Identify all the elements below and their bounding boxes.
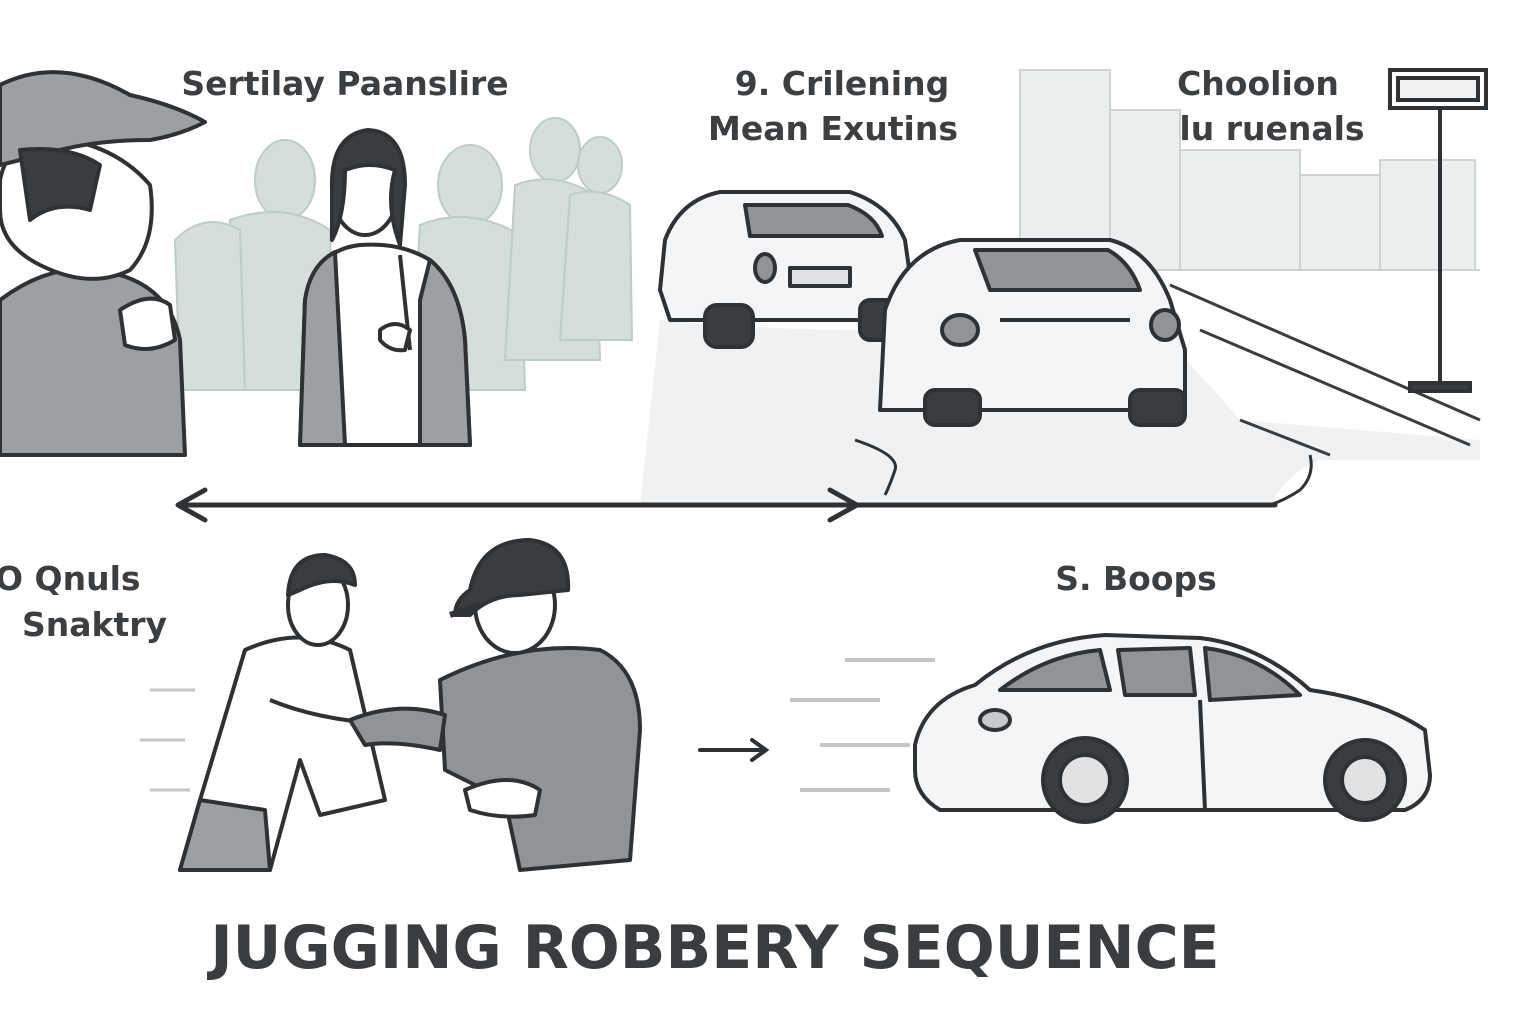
road-surface [640, 283, 1481, 505]
speed-lines-left [140, 688, 195, 792]
sequence-arrow [698, 738, 770, 762]
diagram-title: JUGGING ROBBERY SEQUENCE [206, 913, 1219, 983]
victim-figure [178, 553, 421, 872]
man-with-cap-figure [0, 70, 207, 457]
label-bottom-left-line2: Snaktry [22, 605, 167, 644]
label-bottom-right: S. Boops [1055, 559, 1217, 598]
getaway-car [913, 633, 1432, 824]
robber-figure [348, 538, 642, 872]
label-top-mid-line2: Mean Exutins [708, 109, 958, 148]
label-top-mid-line1: 9. Crilening [735, 64, 949, 103]
label-top-right-line2: lu ruenals [1179, 109, 1364, 148]
label-top-left: Sertilay Paanslire [181, 64, 508, 103]
woman-figure [298, 128, 472, 447]
timeline-double-arrow [175, 487, 1278, 523]
label-top-right-line1: Choolion [1177, 64, 1339, 103]
parked-car-back [658, 190, 914, 349]
speed-lines-right [790, 658, 935, 792]
connector-lines [854, 438, 1313, 507]
parked-car-front [878, 238, 1187, 427]
label-bottom-left-line1: O Qnuls [0, 559, 141, 598]
sign-post [1388, 68, 1488, 393]
